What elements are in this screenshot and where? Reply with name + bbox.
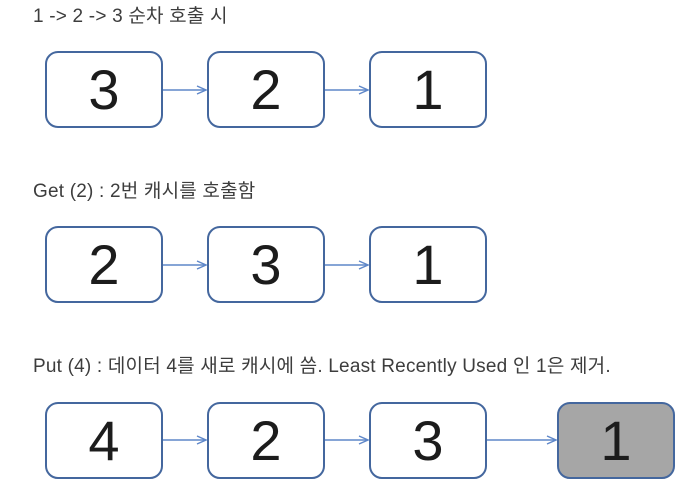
cache-node: 3 (369, 402, 487, 479)
cache-node-value: 3 (88, 57, 120, 121)
arrow-right-icon (163, 259, 207, 271)
cache-node-value: 3 (250, 232, 282, 296)
arrow-right-icon (163, 84, 207, 96)
cache-node: 4 (45, 402, 163, 479)
cache-node-value: 1 (412, 57, 444, 121)
arrow-right-icon (325, 84, 369, 96)
arrow-right-icon (325, 259, 369, 271)
cache-node-value: 2 (88, 232, 120, 296)
cache-node-value: 3 (412, 408, 444, 472)
cache-node: 1 (369, 51, 487, 128)
arrow-right-icon (487, 434, 557, 446)
cache-node-value: 2 (250, 408, 282, 472)
cache-node: 2 (207, 51, 325, 128)
section-1-caption: 1 -> 2 -> 3 순차 호출 시 (33, 6, 228, 27)
cache-node-evicted: 1 (557, 402, 675, 479)
cache-node-value: 1 (600, 408, 632, 472)
cache-node: 3 (45, 51, 163, 128)
cache-node-value: 4 (88, 408, 120, 472)
section-3-caption: Put (4) : 데이터 4를 새로 캐시에 씀. Least Recentl… (33, 356, 611, 377)
arrow-right-icon (325, 434, 369, 446)
cache-node: 3 (207, 226, 325, 303)
cache-node: 2 (207, 402, 325, 479)
section-2-caption: Get (2) : 2번 캐시를 호출함 (33, 181, 256, 202)
cache-node-value: 1 (412, 232, 444, 296)
cache-node: 2 (45, 226, 163, 303)
arrow-right-icon (163, 434, 207, 446)
cache-node: 1 (369, 226, 487, 303)
cache-node-value: 2 (250, 57, 282, 121)
